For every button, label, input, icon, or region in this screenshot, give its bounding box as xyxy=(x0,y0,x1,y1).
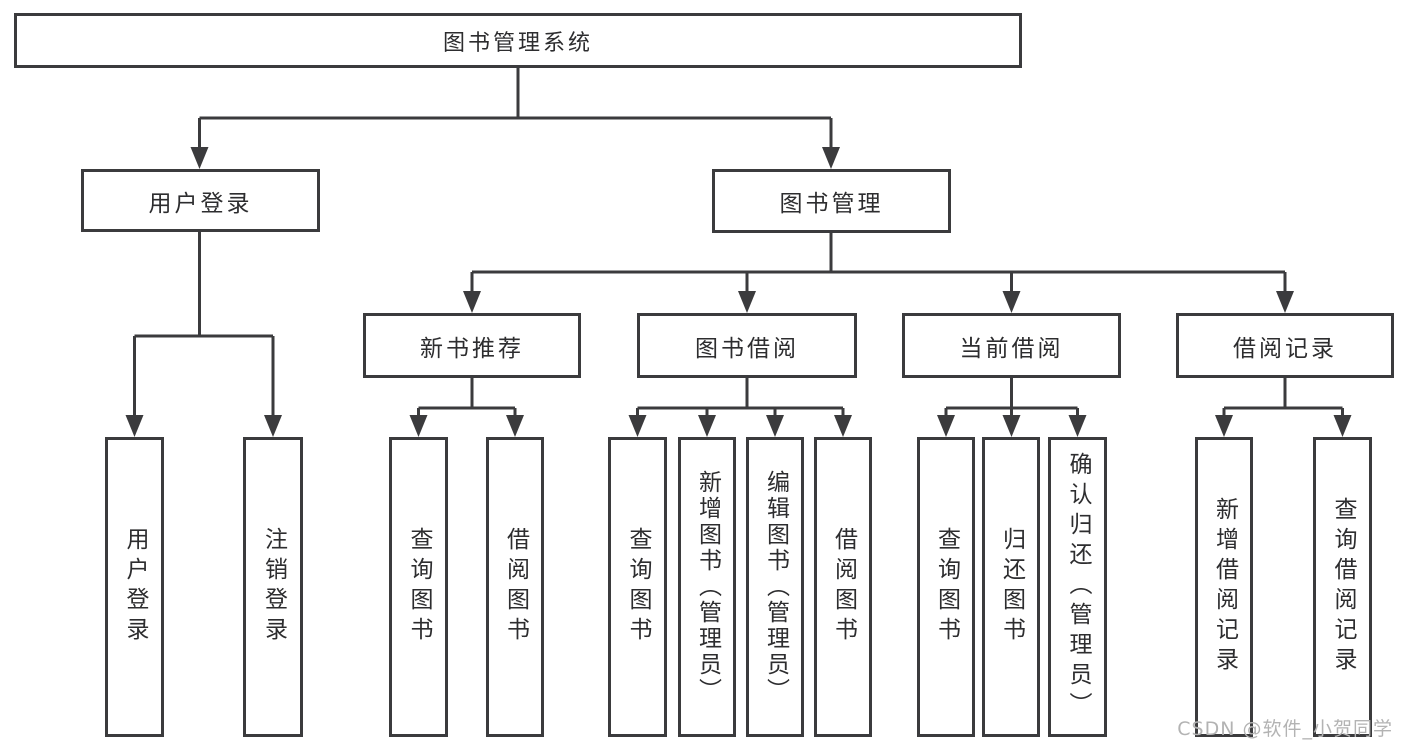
leaf-label: 新增借阅记录 xyxy=(1211,497,1238,677)
node-label: 用户登录 xyxy=(148,190,253,217)
node-book-management: 图书管理 xyxy=(712,169,951,233)
node-new-book-recommend: 新书推荐 xyxy=(363,313,581,378)
leaf-label: 用户登录 xyxy=(122,527,148,647)
node-label: 当前借阅 xyxy=(959,335,1064,362)
leaf-label: 查询图书 xyxy=(625,527,651,647)
leaf-add-book-admin: 新增图书（管理员） xyxy=(678,437,736,737)
leaf-query-book-recommend: 查询图书 xyxy=(389,437,448,737)
node-label: 图书管理 xyxy=(779,191,884,217)
leaf-query-book-borrow: 查询图书 xyxy=(608,437,667,737)
node-current-borrow: 当前借阅 xyxy=(902,313,1121,378)
leaf-label: 借阅图书 xyxy=(830,527,857,647)
node-label: 新书推荐 xyxy=(420,335,524,362)
leaf-logout: 注销登录 xyxy=(243,437,303,737)
leaf-user-login: 用户登录 xyxy=(105,437,164,737)
node-label: 图书借阅 xyxy=(695,335,799,362)
leaf-label: 查询图书 xyxy=(933,527,960,647)
leaf-return-book: 归还图书 xyxy=(982,437,1040,737)
leaf-edit-book-admin: 编辑图书（管理员） xyxy=(746,437,804,737)
leaf-label: 查询借阅记录 xyxy=(1330,497,1356,677)
leaf-label: 借阅图书 xyxy=(502,527,529,647)
leaf-label: 注销登录 xyxy=(260,527,287,647)
node-label: 借阅记录 xyxy=(1233,335,1337,362)
leaf-borrow-book: 借阅图书 xyxy=(814,437,872,737)
leaf-label: 新增图书（管理员） xyxy=(694,470,721,704)
node-library-system: 图书管理系统 xyxy=(14,13,1022,68)
node-book-borrow: 图书借阅 xyxy=(637,313,857,378)
leaf-borrow-book-recommend: 借阅图书 xyxy=(486,437,544,737)
node-label: 图书管理系统 xyxy=(442,30,593,56)
node-borrow-records: 借阅记录 xyxy=(1176,313,1394,378)
leaf-confirm-return-admin: 确认归还（管理员） xyxy=(1048,437,1107,737)
leaf-label: 编辑图书（管理员） xyxy=(762,470,789,704)
leaf-query-book-current: 查询图书 xyxy=(917,437,975,737)
leaf-label: 归还图书 xyxy=(998,527,1025,647)
leaf-label: 查询图书 xyxy=(406,527,432,647)
leaf-query-borrow-record: 查询借阅记录 xyxy=(1313,437,1372,737)
watermark: CSDN @软件_小贺同学 xyxy=(1177,718,1393,740)
arrowheads xyxy=(125,147,1352,437)
leaf-label: 确认归还（管理员） xyxy=(1065,452,1091,722)
leaf-add-borrow-record: 新增借阅记录 xyxy=(1195,437,1253,737)
node-user-login: 用户登录 xyxy=(81,169,320,232)
